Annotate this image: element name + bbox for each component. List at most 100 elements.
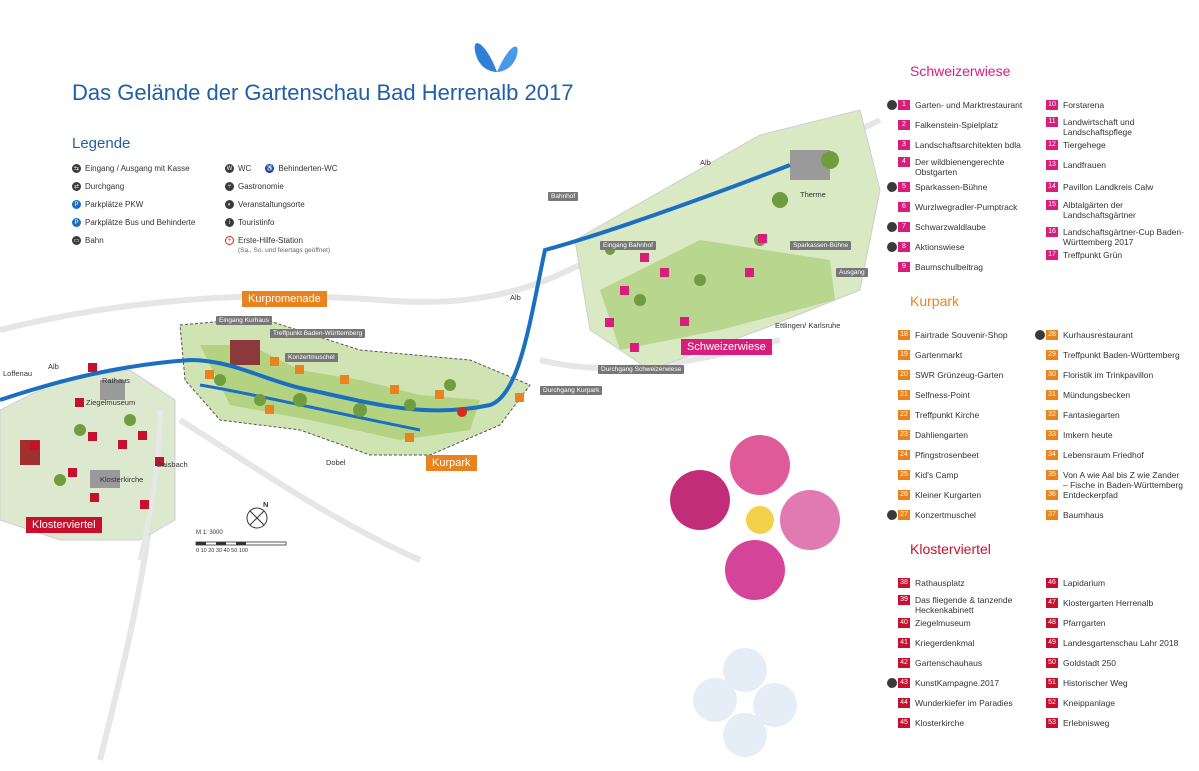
- item-number: 15: [1046, 200, 1058, 210]
- item-label: Treffpunkt Baden-Württemberg: [1063, 350, 1180, 360]
- label-ziegelmuseum: Ziegelmuseum: [86, 398, 136, 407]
- item-label: Selfness-Point: [915, 390, 970, 400]
- gate-durchgang-schweizerwiese: Durchgang Schweizerwiese: [598, 365, 685, 374]
- label-alb-3: Alb: [700, 158, 711, 167]
- item-label: Ziegelmuseum: [915, 618, 971, 628]
- item-number: 2: [898, 120, 910, 130]
- wc-icon: W: [225, 164, 234, 173]
- item-number: 31: [1046, 390, 1058, 400]
- item-number: 19: [898, 350, 910, 360]
- item-label: Pavillon Landkreis Calw: [1063, 182, 1154, 192]
- item-label: Pfingstrosenbeet: [915, 450, 979, 460]
- item-label: Landwirtschaft und Landschaftspflege: [1063, 117, 1135, 137]
- list-item-40: 40 Ziegelmuseum: [898, 618, 1038, 628]
- item-number: 14: [1046, 182, 1058, 192]
- item-number: 23: [898, 430, 910, 440]
- item-number: 44: [898, 698, 910, 708]
- label-loffenau: Loffenau: [3, 369, 33, 378]
- item-label: Imkern heute: [1063, 430, 1113, 440]
- restaurant-icon: [1035, 330, 1045, 340]
- item-number: 1: [898, 100, 910, 110]
- section-klosterviertel-heading: Klosterviertel: [910, 541, 991, 557]
- event-icon: [887, 242, 897, 252]
- list-item-28: 28 Kurhausrestaurant: [1035, 330, 1175, 340]
- item-number: 7: [898, 222, 910, 232]
- item-label: Kurhausrestaurant: [1063, 330, 1133, 340]
- gate-ausgang: Ausgang: [836, 268, 868, 277]
- event-icon: [887, 678, 897, 688]
- item-label: Das fliegende & tanzende Heckenkabinett: [915, 595, 1013, 615]
- item-label: Baumhaus: [1063, 510, 1104, 520]
- legend-passage: ⇄Durchgang: [72, 182, 125, 191]
- accessible-wc-icon: ♿: [265, 164, 275, 173]
- item-label: Landschaftsarchitekten bdla: [915, 140, 1021, 150]
- label-dobel: Dobel: [326, 458, 346, 467]
- scale-label: M 1: 3000: [196, 530, 223, 536]
- item-number: 4: [898, 157, 910, 167]
- item-label: Falkenstein-Spielplatz: [915, 120, 999, 130]
- area-kurpromenade: Kurpromenade: [242, 291, 327, 307]
- legend-heading: Legende: [72, 135, 131, 152]
- item-label: Klostergarten Herrenalb: [1063, 598, 1154, 608]
- butterfly-logo: [474, 43, 518, 72]
- event-icon: [887, 182, 897, 192]
- item-number: 13: [1046, 160, 1058, 170]
- item-label: Rathausplatz: [915, 578, 965, 588]
- compass-north: N: [263, 500, 269, 509]
- item-label: Mündungsbecken: [1063, 390, 1131, 400]
- flower-2017-logo-faded: [693, 648, 797, 757]
- item-number: 6: [898, 202, 910, 212]
- event-icon: [887, 510, 897, 520]
- item-number: 50: [1046, 658, 1058, 668]
- item-number: 34: [1046, 450, 1058, 460]
- item-label: Baumschulbeitrag: [915, 262, 984, 272]
- item-number: 17: [1046, 250, 1058, 260]
- area-klosterviertel: Klosterviertel: [26, 517, 102, 533]
- restaurant-icon: ⑂: [225, 182, 234, 191]
- section-kurpark-heading: Kurpark: [910, 293, 960, 309]
- label-bahnhof: Bahnhof: [548, 192, 579, 201]
- item-number: 40: [898, 618, 910, 628]
- item-label: Pfarrgarten: [1063, 618, 1106, 628]
- item-number: 38: [898, 578, 910, 588]
- item-number: 37: [1046, 510, 1058, 520]
- item-number: 52: [1046, 698, 1058, 708]
- legend-event: ◐Veranstaltungsorte: [225, 200, 305, 209]
- gate-sparkassen-buehne: Sparkassen-Bühne: [790, 241, 852, 250]
- item-label: Erlebnisweg: [1063, 718, 1110, 728]
- item-number: 27: [898, 510, 910, 520]
- item-number: 43: [898, 678, 910, 688]
- label-gaisbach: Gaisbach: [156, 460, 188, 469]
- item-label: Forstarena: [1063, 100, 1105, 110]
- item-number: 28: [1046, 330, 1058, 340]
- item-label: Tiergehege: [1063, 140, 1106, 150]
- item-number: 10: [1046, 100, 1058, 110]
- entrance-icon: ⇆: [72, 164, 81, 173]
- item-label: Landschaftsgärtner-Cup Baden-Württemberg…: [1063, 227, 1184, 247]
- section-schweizerwiese-heading: Schweizerwiese: [910, 63, 1011, 79]
- restaurant-icon: [887, 222, 897, 232]
- item-label: Kid's Camp: [915, 470, 959, 480]
- info-icon: i: [225, 218, 234, 227]
- scale-ticks: 0 10 20 30 40 50 100: [196, 548, 248, 554]
- item-number: 18: [898, 330, 910, 340]
- item-number: 9: [898, 262, 910, 272]
